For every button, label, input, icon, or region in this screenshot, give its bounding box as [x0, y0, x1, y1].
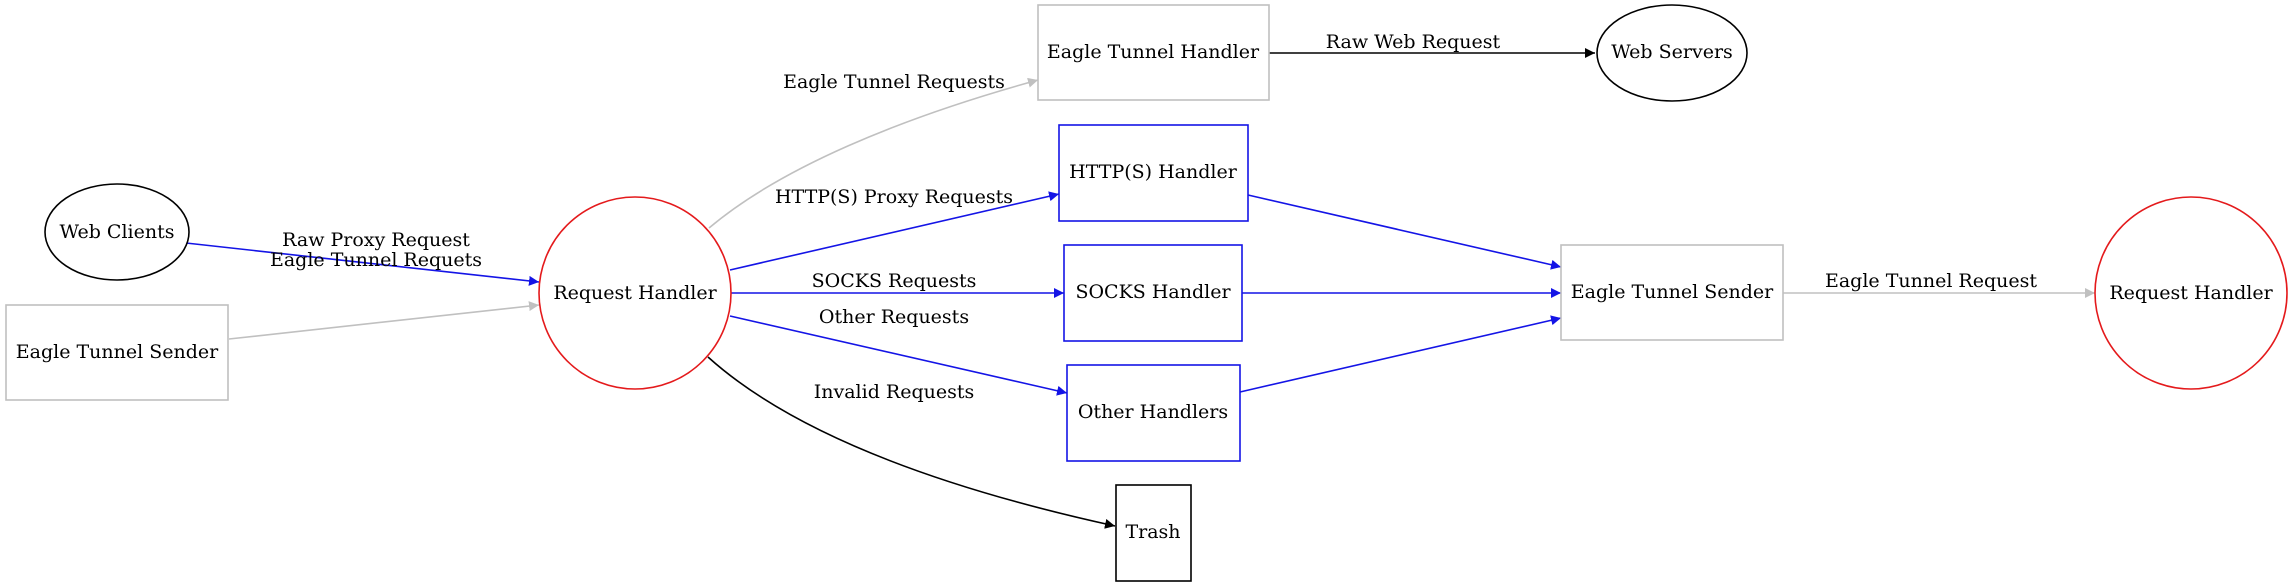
- edges: Raw Proxy Request Eagle Tunnel Requets E…: [185, 31, 2095, 529]
- edge-raw-proxy-request: [185, 242, 540, 286]
- edge-label-eagle-tunnel-request: Eagle Tunnel Request: [1825, 270, 2037, 292]
- node-request-handler-remote-shape: [2094, 196, 2288, 390]
- node-eagle-tunnel-sender-right-shape: [1560, 244, 1784, 341]
- edge-other-to-sender: [1239, 315, 1562, 393]
- node-trash-shape: [1115, 484, 1192, 582]
- node-web-servers-shape: [1596, 4, 1748, 102]
- node-web-clients-label: Web Clients: [60, 221, 175, 243]
- node-request-handler-main-shape: [538, 196, 732, 390]
- edge-label-eagle-tunnel-requests: Eagle Tunnel Requests: [783, 71, 1005, 93]
- node-trash: Trash: [1115, 484, 1192, 582]
- node-web-servers-label: Web Servers: [1611, 41, 1733, 63]
- edge-label-raw-proxy-request: Raw Proxy Request: [282, 229, 470, 251]
- edge-label-eagle-tunnel-requets: Eagle Tunnel Requets: [270, 249, 482, 271]
- node-other-handlers-label: Other Handlers: [1078, 401, 1228, 423]
- node-eagle-tunnel-sender-right-label: Eagle Tunnel Sender: [1571, 281, 1774, 303]
- node-web-clients-shape: [44, 183, 190, 281]
- node-eagle-tunnel-handler-shape: [1037, 4, 1270, 101]
- node-request-handler-remote: Request Handler: [2094, 196, 2288, 390]
- node-request-handler-remote-label: Request Handler: [2109, 282, 2273, 304]
- node-socks-handler-label: SOCKS Handler: [1075, 281, 1231, 303]
- node-eagle-tunnel-handler-label: Eagle Tunnel Handler: [1047, 41, 1260, 63]
- node-request-handler-main: Request Handler: [538, 196, 732, 390]
- edge-https-proxy-requests: [729, 191, 1060, 271]
- node-eagle-tunnel-sender-left: Eagle Tunnel Sender: [5, 304, 229, 401]
- node-web-servers: Web Servers: [1596, 4, 1748, 102]
- edge-label-invalid-requests: Invalid Requests: [814, 381, 975, 403]
- node-other-handlers: Other Handlers: [1066, 364, 1241, 462]
- node-web-clients: Web Clients: [44, 183, 190, 281]
- edge-label-https-proxy-requests: HTTP(S) Proxy Requests: [775, 186, 1013, 208]
- edge-label-socks-requests: SOCKS Requests: [812, 270, 977, 292]
- edge-label-raw-web-request: Raw Web Request: [1326, 31, 1501, 53]
- edge-https-to-sender: [1247, 194, 1562, 270]
- node-trash-label: Trash: [1125, 521, 1180, 543]
- node-other-handlers-shape: [1066, 364, 1241, 462]
- node-https-handler-label: HTTP(S) Handler: [1069, 161, 1238, 183]
- node-eagle-tunnel-handler: Eagle Tunnel Handler: [1037, 4, 1270, 101]
- edge-invalid-requests: [707, 356, 1116, 529]
- edge-eagle-tunnel-requets: [228, 301, 540, 340]
- edge-eagle-tunnel-requests: [708, 77, 1039, 229]
- node-request-handler-main-label: Request Handler: [553, 282, 717, 304]
- edge-label-other-requests: Other Requests: [819, 306, 969, 328]
- node-eagle-tunnel-sender-left-shape: [5, 304, 229, 401]
- node-socks-handler: SOCKS Handler: [1063, 244, 1243, 342]
- node-eagle-tunnel-sender-right: Eagle Tunnel Sender: [1560, 244, 1784, 341]
- nodes: Web Clients Eagle Tunnel Sender Request …: [5, 4, 2288, 582]
- edge-other-requests: [729, 315, 1068, 396]
- node-https-handler: HTTP(S) Handler: [1058, 124, 1249, 222]
- node-socks-handler-shape: [1063, 244, 1243, 342]
- node-https-handler-shape: [1058, 124, 1249, 222]
- node-eagle-tunnel-sender-left-label: Eagle Tunnel Sender: [16, 341, 219, 363]
